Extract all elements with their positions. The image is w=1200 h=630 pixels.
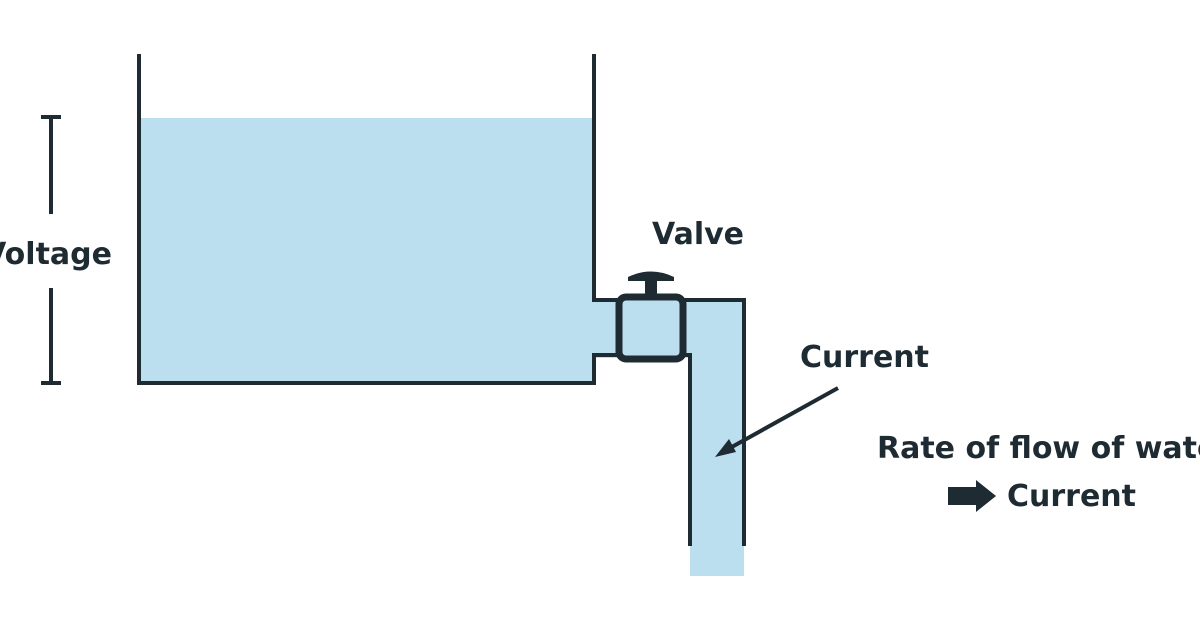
- valve-label: Valve: [652, 217, 744, 252]
- current-arrowhead: [715, 439, 736, 457]
- equals-current-label: Current: [1007, 479, 1136, 514]
- valve-body: [615, 293, 687, 363]
- right-arrow-icon: [948, 480, 996, 512]
- rate-of-flow-label: Rate of flow of water: [877, 431, 1200, 466]
- pipe-water-vertical: [690, 300, 744, 576]
- valve-handle-icon: [628, 271, 674, 281]
- valve-stem: [645, 280, 657, 298]
- voltage-label: Voltage: [0, 237, 112, 272]
- tank-water: [140, 118, 594, 383]
- current-label: Current: [800, 340, 929, 375]
- voltage-dimension-marker: [41, 115, 61, 385]
- current-arrow: [715, 386, 839, 457]
- tank-outline: [137, 54, 620, 385]
